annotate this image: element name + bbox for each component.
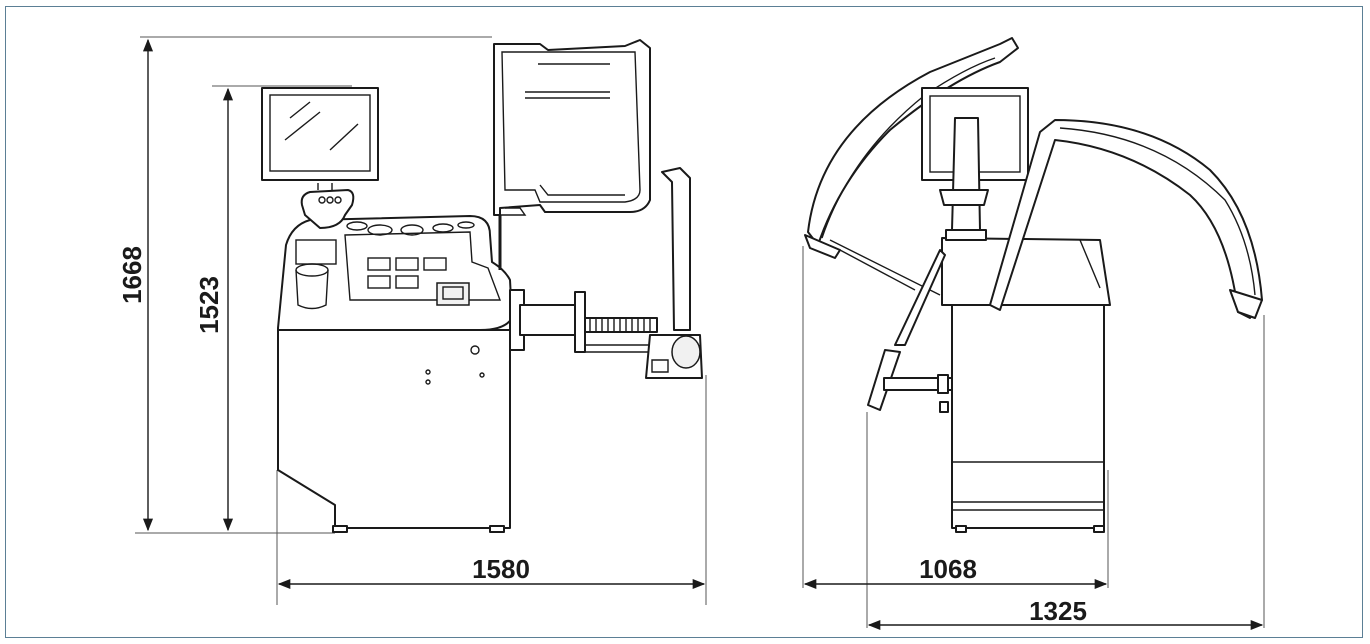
cabinet-front	[277, 329, 511, 529]
cabinet-side	[951, 304, 1105, 529]
foot-left	[332, 525, 348, 533]
dimension-1068: 1068	[803, 554, 1108, 590]
dimension-1068-label: 1068	[919, 554, 977, 584]
dimension-1523-label: 1523	[194, 276, 224, 334]
wheel-guard-hood	[493, 39, 651, 216]
hood-open-right	[989, 119, 1263, 319]
dimension-1580-label: 1580	[472, 554, 530, 584]
front-view	[135, 36, 707, 605]
dimension-1325: 1325	[867, 596, 1264, 631]
dimension-1325-label: 1325	[1029, 596, 1087, 626]
dimension-1668: 1668	[117, 38, 154, 532]
sonar-arm	[661, 167, 691, 331]
foot-right	[489, 525, 505, 533]
side-shaft	[883, 377, 953, 391]
dimension-1523: 1523	[194, 87, 234, 532]
panel-dot	[470, 345, 480, 355]
monitor-front	[261, 87, 379, 181]
shaft-hub	[519, 304, 576, 336]
control-box	[436, 282, 470, 306]
monitor-post	[951, 117, 981, 231]
tray-panel	[344, 231, 502, 301]
side-view	[802, 37, 1265, 628]
dimension-1580: 1580	[277, 554, 706, 590]
threaded-shaft	[584, 317, 658, 333]
dimension-1668-label: 1668	[117, 246, 147, 304]
tray-side	[941, 237, 1111, 306]
hood-open-arc	[807, 37, 1019, 246]
